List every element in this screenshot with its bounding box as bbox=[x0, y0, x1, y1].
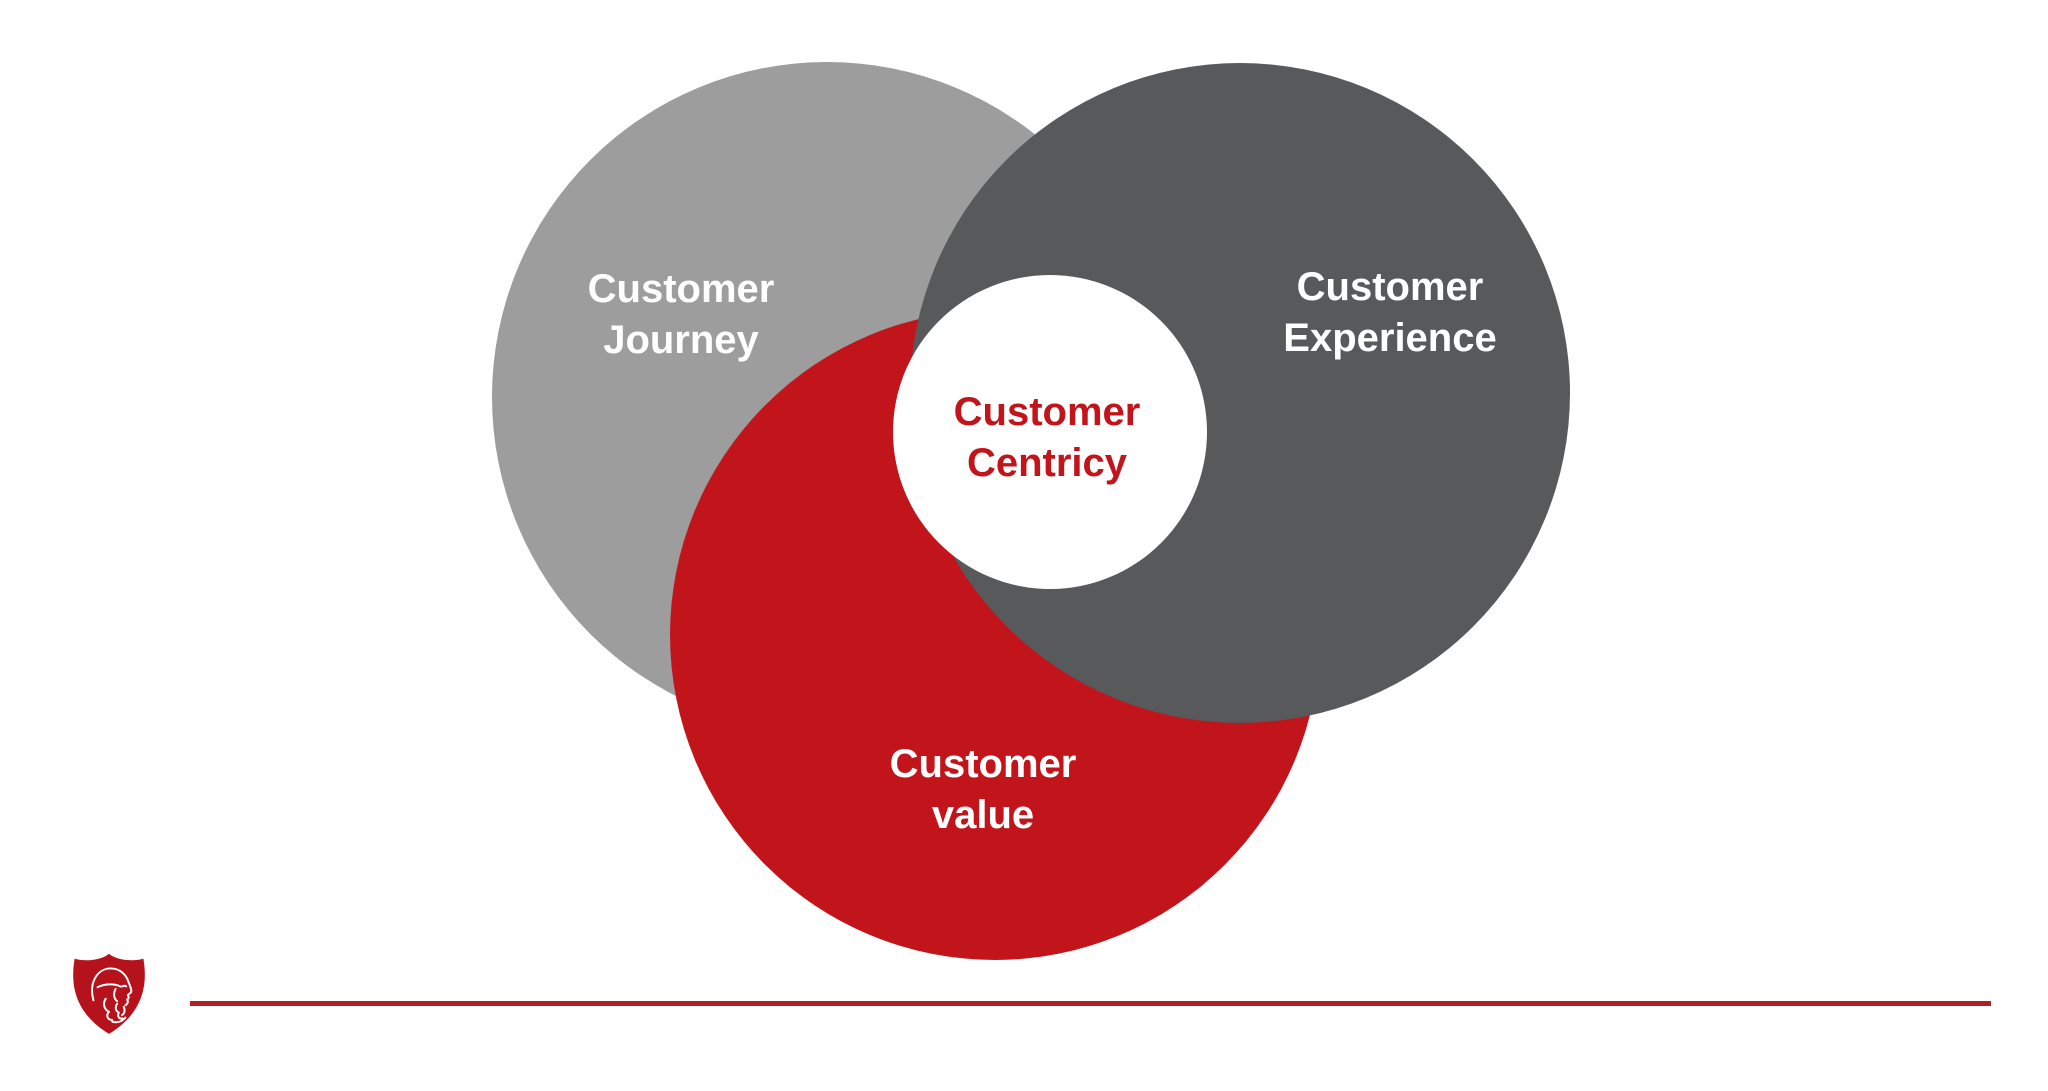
customer-value-label: Customer value bbox=[890, 739, 1077, 841]
customer-experience-label: Customer Experience bbox=[1283, 262, 1496, 364]
warrior-shield-logo bbox=[68, 948, 150, 1038]
customer-centricity-label: Customer Centricy bbox=[954, 387, 1141, 489]
customer-journey-label-line1: Customer bbox=[587, 267, 775, 311]
customer-experience-label-line2: Experience bbox=[1283, 316, 1497, 360]
customer-centricity-label-line2: Centricy bbox=[966, 441, 1128, 485]
customer-centricity-label-line1: Customer bbox=[953, 390, 1141, 434]
warrior-shield-logo-icon bbox=[73, 953, 145, 1034]
customer-journey-label-line2: Journey bbox=[603, 318, 759, 362]
customer-value-label-line1: Customer bbox=[889, 742, 1077, 786]
customer-value-label-line2: value bbox=[931, 793, 1035, 837]
footer-divider-line bbox=[190, 1001, 1991, 1006]
customer-experience-label-line1: Customer bbox=[1296, 265, 1484, 309]
customer-centricity-circle bbox=[893, 275, 1207, 589]
customer-journey-label: Customer Journey bbox=[588, 264, 775, 366]
